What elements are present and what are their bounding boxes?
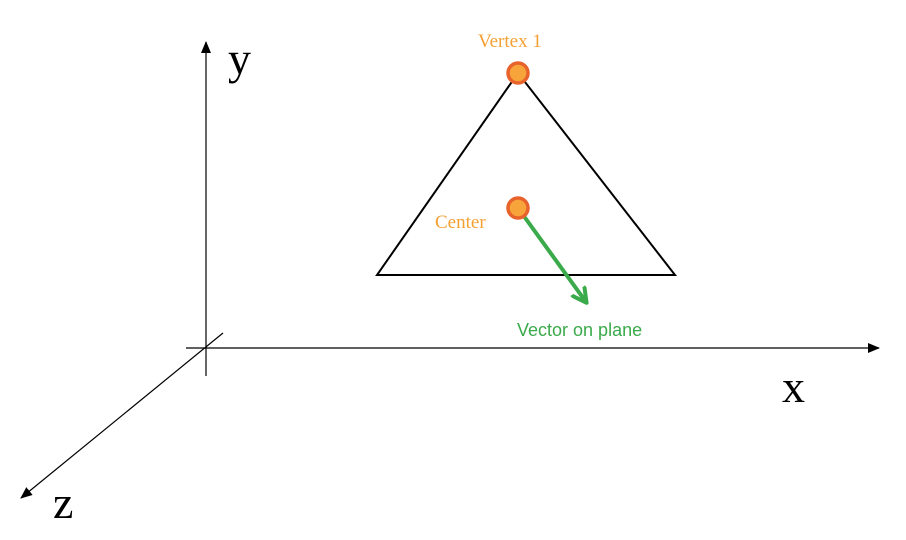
center-point [506,196,530,220]
vector-label: Vector on plane [517,320,642,340]
vertex-1-point [506,61,530,85]
z-axis [20,332,224,499]
center-label: Center [435,212,486,233]
y-axis-label: y [228,33,251,84]
x-axis-label: x [782,361,805,412]
vector-arrow [516,206,586,302]
triangle [375,71,678,276]
z-axis-label: z [53,477,73,528]
vertex-1-label: Vertex 1 [478,31,542,52]
